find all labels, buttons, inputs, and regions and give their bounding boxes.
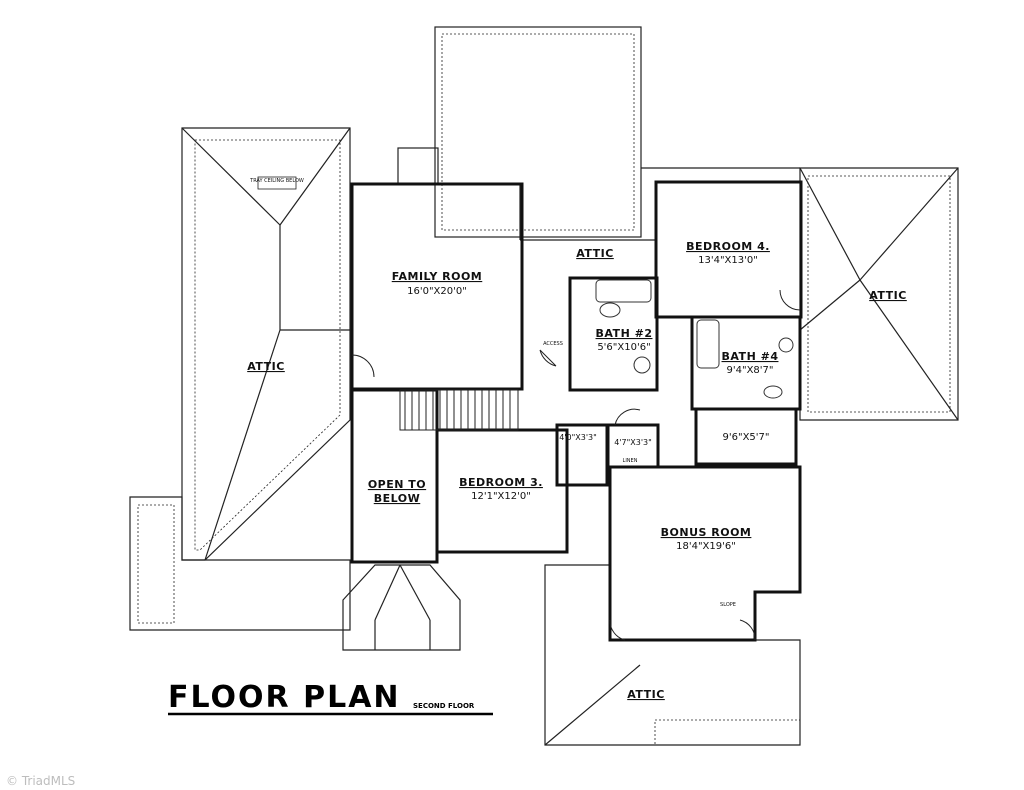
roof-left-hip — [181, 127, 351, 561]
access-note: ACCESS — [543, 341, 563, 347]
bedroom3-dim: 12'1"X12'0" — [471, 491, 531, 502]
attic-label-top: ATTIC — [576, 247, 614, 260]
open-to-below-line2: BELOW — [374, 492, 421, 505]
bonus-room-walls — [608, 465, 802, 642]
closet-dim: 9'6"X5'7" — [723, 432, 770, 443]
tray-ceiling-note — [257, 176, 297, 190]
watermark: © TriadMLS — [6, 774, 76, 788]
bath2-walls — [568, 276, 659, 392]
bath2-name: BATH #2 — [596, 327, 653, 340]
family-room-dim: 16'0"X20'0" — [407, 286, 467, 297]
bath2-dim: 5'6"X10'6" — [597, 342, 650, 353]
slope-note: SLOPE — [720, 602, 736, 608]
roof-lower-left — [129, 496, 351, 631]
plan-subtitle: SECOND FLOOR — [413, 702, 475, 710]
bedroom4-name: BEDROOM 4. — [686, 240, 770, 253]
bonus-room-dim: 18'4"X19'6" — [676, 541, 736, 552]
bath4-walls — [690, 315, 802, 411]
attic-label-right: ATTIC — [869, 289, 907, 302]
bedroom3-name: BEDROOM 3. — [459, 476, 543, 489]
bonus-room-name: BONUS ROOM — [661, 526, 752, 539]
attic-label-bottom: ATTIC — [627, 688, 665, 701]
family-room-name: FAMILY ROOM — [392, 270, 483, 283]
bath4-dim: 9'4"X8'7" — [727, 365, 774, 376]
bath4-name: BATH #4 — [722, 350, 779, 363]
roof-entry-gable — [342, 564, 461, 651]
bedroom4-dim: 13'4"X13'0" — [698, 255, 758, 266]
small-closet-dim: 4'0"X3'3" — [559, 433, 597, 442]
open-to-below-line1: OPEN TO — [368, 478, 426, 491]
attic-label-left: ATTIC — [247, 360, 285, 373]
open-to-below-walls — [350, 388, 439, 564]
linen-dim: 4'7"X3'3" — [614, 438, 652, 447]
closet-walls — [694, 407, 798, 466]
plan-title: FLOOR PLAN — [168, 680, 401, 715]
roof-top-section — [434, 26, 642, 238]
tray-ceiling-label: TRAY CEILING BELOW — [249, 178, 304, 184]
staircase — [399, 389, 519, 431]
linen-label: LINEN — [623, 458, 638, 464]
